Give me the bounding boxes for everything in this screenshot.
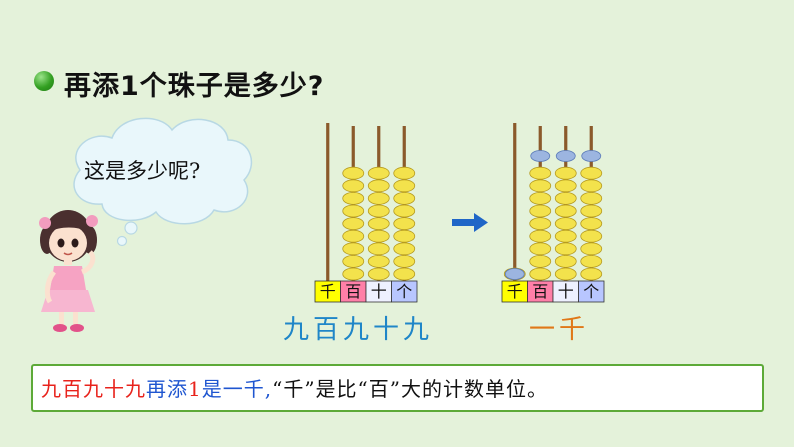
abacus-bead xyxy=(554,267,577,281)
abacus-rod-thousands xyxy=(326,123,330,281)
abacus-label-tens: 十 xyxy=(558,282,574,301)
abacus-bead-thousand xyxy=(504,268,525,280)
girl-illustration xyxy=(39,210,98,332)
abacus-bead xyxy=(529,267,552,281)
abacus-bead xyxy=(367,166,390,180)
thought-bubble xyxy=(73,117,253,247)
abacus-bead xyxy=(342,166,365,180)
abacus-bead xyxy=(580,179,603,193)
right-arrow-icon xyxy=(452,213,488,232)
number-label-left: 九百九十九 xyxy=(283,315,434,345)
abacus-bead-placeholder xyxy=(555,150,576,162)
abacus-bead xyxy=(342,242,365,256)
abacus-bead xyxy=(580,217,603,231)
abacus-bead xyxy=(580,267,603,281)
summary-part-unit: “千”是比“百”大的计数单位。 xyxy=(272,377,548,401)
abacus-left: 千百十个 xyxy=(314,123,418,303)
abacus-label-ones: 个 xyxy=(396,282,412,301)
abacus-bead xyxy=(367,229,390,243)
abacus-bead xyxy=(393,166,416,180)
abacus-bead xyxy=(554,204,577,218)
abacus-bead xyxy=(393,267,416,281)
abacus-right: 千百十个 xyxy=(501,123,605,303)
bullet-icon xyxy=(34,71,54,91)
abacus-bead xyxy=(393,229,416,243)
abacus-bead xyxy=(554,229,577,243)
abacus-bead xyxy=(367,242,390,256)
abacus-bead xyxy=(342,267,365,281)
abacus-bead xyxy=(554,254,577,268)
abacus-bead xyxy=(393,191,416,205)
abacus-label-hundreds: 百 xyxy=(345,282,361,301)
abacus-bead xyxy=(529,166,552,180)
abacus-bead xyxy=(554,217,577,231)
abacus-bead xyxy=(529,204,552,218)
abacus-bead xyxy=(342,229,365,243)
abacus-bead xyxy=(393,254,416,268)
abacus-bead xyxy=(554,191,577,205)
summary-part-add: 再添 xyxy=(146,377,188,401)
abacus-bead xyxy=(580,242,603,256)
abacus-bead xyxy=(529,191,552,205)
page-title: 再添1个珠子是多少? xyxy=(64,71,325,102)
abacus-label-cell-ones xyxy=(391,280,418,303)
abacus-bead xyxy=(580,229,603,243)
abacus-bead-placeholder xyxy=(581,150,602,162)
abacus-bead xyxy=(393,242,416,256)
abacus-label-tens: 十 xyxy=(371,282,387,301)
abacus-bead xyxy=(342,217,365,231)
bubble-question: 这是多少呢? xyxy=(84,159,201,183)
abacus-bead xyxy=(554,166,577,180)
abacus-bead xyxy=(367,191,390,205)
abacus-bead xyxy=(529,179,552,193)
summary-part-number: 九百九十九 xyxy=(41,377,146,401)
abacus-label-thousands: 千 xyxy=(507,282,523,301)
abacus-bead xyxy=(554,179,577,193)
abacus-label-hundreds: 百 xyxy=(532,282,548,301)
abacus-bead xyxy=(367,254,390,268)
abacus-bead xyxy=(580,166,603,180)
abacus-label-cell-ones xyxy=(578,280,605,303)
number-label-right: 一千 xyxy=(529,315,590,345)
abacus-bead xyxy=(529,254,552,268)
abacus-bead xyxy=(554,242,577,256)
abacus-bead xyxy=(367,267,390,281)
abacus-bead xyxy=(529,229,552,243)
abacus-bead xyxy=(580,254,603,268)
abacus-bead xyxy=(367,204,390,218)
abacus-bead xyxy=(393,204,416,218)
abacus-label-ones: 个 xyxy=(583,282,599,301)
abacus-bead xyxy=(342,191,365,205)
summary-part-one: 1 xyxy=(188,377,202,401)
abacus-bead xyxy=(529,242,552,256)
abacus-bead xyxy=(580,191,603,205)
summary-text: 九百九十九再添1是一千,“千”是比“百”大的计数单位。 xyxy=(41,373,548,402)
abacus-bead xyxy=(367,179,390,193)
abacus-bead xyxy=(342,254,365,268)
abacus-label-thousands: 千 xyxy=(320,282,336,301)
abacus-rod-thousands xyxy=(513,123,517,281)
abacus-bead xyxy=(580,204,603,218)
abacus-bead xyxy=(342,204,365,218)
abacus-bead xyxy=(393,179,416,193)
summary-box: 九百九十九再添1是一千,“千”是比“百”大的计数单位。 xyxy=(31,364,764,412)
abacus-bead xyxy=(342,179,365,193)
abacus-bead xyxy=(529,217,552,231)
abacus-bead xyxy=(393,217,416,231)
abacus-bead-placeholder xyxy=(530,150,551,162)
abacus-bead xyxy=(367,217,390,231)
summary-part-result: 是一千, xyxy=(201,377,273,401)
